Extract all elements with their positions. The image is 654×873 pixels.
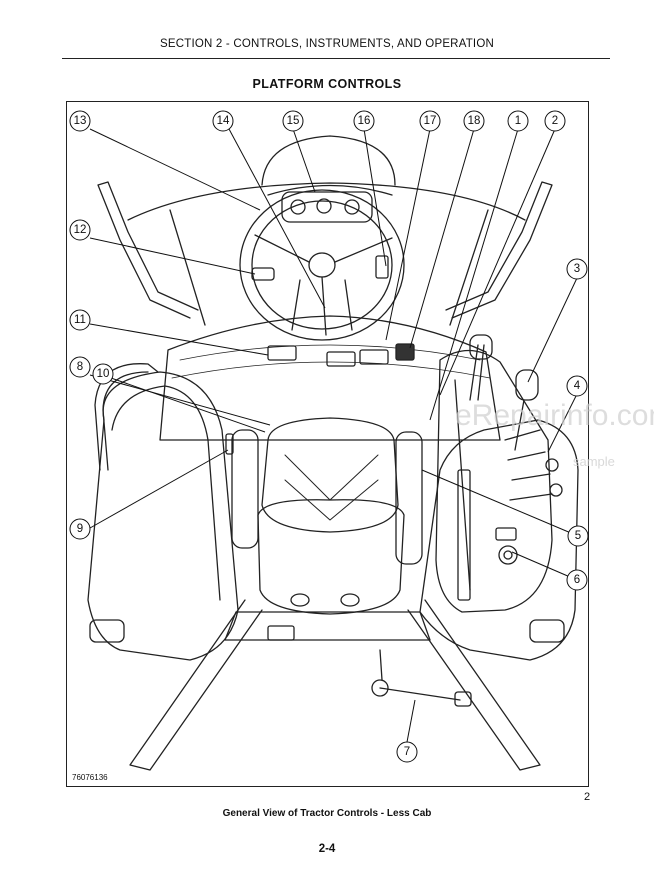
- watermark-note: sample: [573, 454, 615, 469]
- right-hitch-arm: [407, 599, 541, 771]
- left-hitch-arm: [129, 599, 263, 771]
- callout-9: 9: [77, 523, 83, 535]
- platform-floor: [159, 315, 501, 441]
- callout-14: 14: [217, 115, 230, 127]
- page-number: 2-4: [318, 843, 336, 855]
- callout-4: 4: [574, 380, 581, 392]
- steering-wheel: [239, 189, 405, 341]
- callout-13: 13: [74, 115, 87, 127]
- callout-15: 15: [287, 115, 300, 127]
- callout-1: 1: [515, 115, 521, 127]
- left-fender: [87, 371, 239, 661]
- figure-frame: [66, 101, 589, 787]
- callout-8: 8: [77, 361, 83, 373]
- callout-7: 7: [404, 746, 410, 758]
- figure-caption: General View of Tractor Controls - Less …: [222, 808, 432, 819]
- rops-top-bar: [127, 182, 526, 221]
- operator-seat-cushion: [257, 499, 405, 615]
- callout-6: 6: [574, 574, 580, 586]
- shift-lever: [469, 344, 485, 401]
- pto-switch: [498, 545, 518, 565]
- figure-number: 2: [584, 791, 591, 803]
- callout-18: 18: [468, 115, 481, 127]
- throttle-pedal: [395, 343, 415, 361]
- callout-16: 16: [358, 115, 371, 127]
- watermark-site: eRepairinfo.com: [455, 399, 654, 432]
- callout-12: 12: [74, 224, 87, 236]
- brake-pedal-left: [267, 345, 297, 361]
- header-divider: [62, 58, 610, 59]
- dashboard-hood: [261, 135, 396, 186]
- callout-5: 5: [575, 530, 581, 542]
- brake-pedal-right: [359, 349, 389, 365]
- rops-right-bar: [445, 181, 553, 319]
- hydraulic-lever-knob: [515, 369, 539, 401]
- lift-link-rod: [379, 687, 461, 701]
- instrument-cluster: [281, 191, 373, 223]
- operator-seat-back: [261, 417, 399, 533]
- callout-2: 2: [552, 115, 558, 127]
- figure-reference-code: 76076136: [72, 773, 108, 782]
- brake-pedal-mid: [326, 351, 356, 367]
- callout-11: 11: [74, 314, 86, 326]
- callout-3: 3: [574, 263, 580, 275]
- callout-17: 17: [424, 115, 437, 127]
- rops-left-bar: [97, 181, 199, 319]
- page-title: PLATFORM CONTROLS: [252, 77, 402, 91]
- callout-10: 10: [97, 368, 110, 380]
- section-header: SECTION 2 - CONTROLS, INSTRUMENTS, AND O…: [160, 38, 494, 50]
- right-control-console: [435, 349, 553, 613]
